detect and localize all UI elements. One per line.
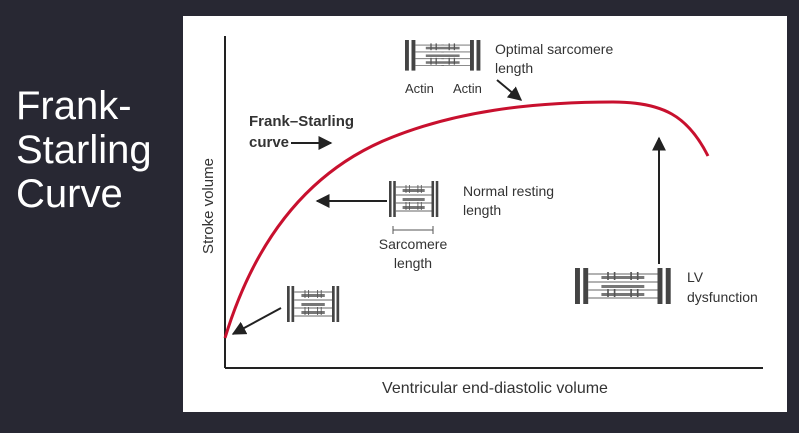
slide-title-line-1: Frank- bbox=[16, 84, 132, 128]
normal-label-line1: Normal resting bbox=[463, 183, 554, 199]
optimal-arrow bbox=[496, 79, 523, 101]
short-sarcomere-arrow bbox=[231, 307, 282, 335]
short-sarcomere-icon bbox=[286, 285, 340, 323]
optimal-sarcomere-icon bbox=[404, 39, 482, 72]
slide-title: Frank- Starling Curve bbox=[16, 84, 152, 216]
normal-label-line2: length bbox=[463, 202, 501, 218]
actin-left-label: Actin bbox=[405, 81, 434, 96]
lv-label-line1: LV bbox=[687, 269, 704, 285]
slide-title-line-3: Curve bbox=[16, 172, 123, 216]
sarcomere-label-line2: length bbox=[394, 255, 432, 271]
slide-title-line-2: Starling bbox=[16, 128, 152, 172]
normal-sarcomere-icon bbox=[388, 180, 439, 218]
lv-label-line2: dysfunction bbox=[687, 289, 758, 305]
sarcomere-label-line1: Sarcomere bbox=[379, 236, 448, 252]
frank-starling-curve bbox=[223, 100, 710, 339]
lv-dysfunction-sarcomere-icon bbox=[574, 267, 672, 305]
curve-label-line1: Frank–Starling bbox=[249, 113, 354, 130]
figure-panel: Ventricular end-diastolic volume Stroke … bbox=[183, 16, 787, 412]
optimal-label-line2: length bbox=[495, 60, 533, 76]
x-axis-label: Ventricular end-diastolic volume bbox=[382, 380, 608, 397]
optimal-label-line1: Optimal sarcomere bbox=[495, 41, 613, 57]
curve-label-line2: curve bbox=[249, 134, 289, 151]
frank-starling-diagram: Ventricular end-diastolic volume Stroke … bbox=[200, 36, 763, 397]
y-axis-label: Stroke volume bbox=[200, 158, 217, 254]
actin-right-label: Actin bbox=[453, 81, 482, 96]
